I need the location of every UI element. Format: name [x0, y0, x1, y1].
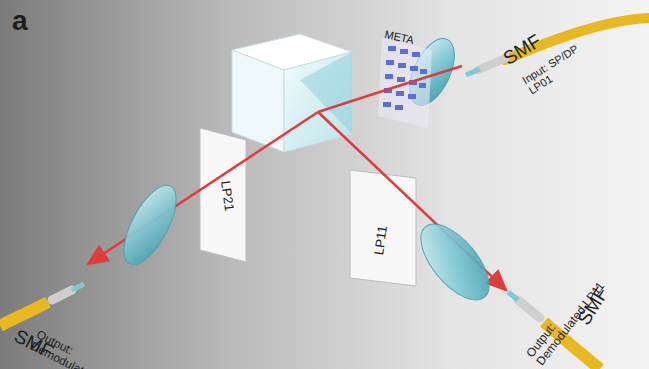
port-label: Output: Demodulated LP21	[28, 328, 138, 369]
panel-letter: a	[12, 6, 28, 37]
plate-name: LP21	[218, 180, 236, 212]
